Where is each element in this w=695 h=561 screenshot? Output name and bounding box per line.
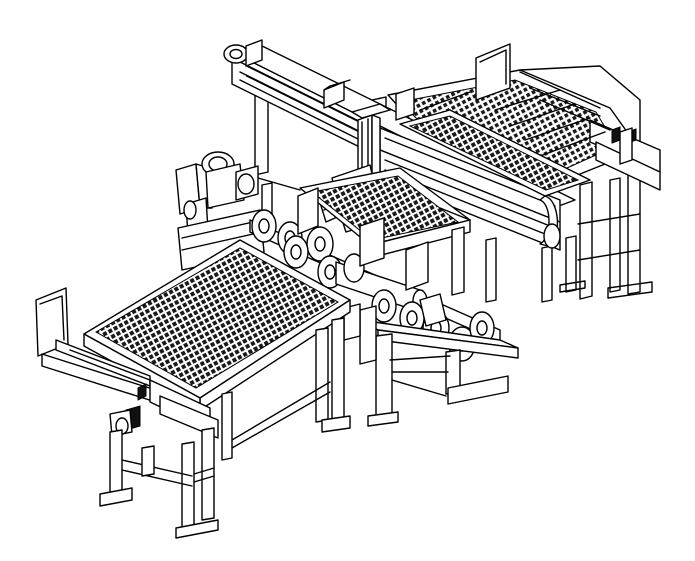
upper-right-brackets — [395, 87, 633, 165]
back-support-frame — [254, 91, 653, 303]
motor-unit — [175, 151, 301, 237]
gantry-lower-rail — [379, 109, 591, 251]
back-mesh-conveyor — [387, 43, 661, 191]
left-support-frame — [99, 317, 351, 539]
middle-mesh-conveyor — [299, 167, 471, 259]
left-mesh-conveyor — [35, 239, 351, 439]
